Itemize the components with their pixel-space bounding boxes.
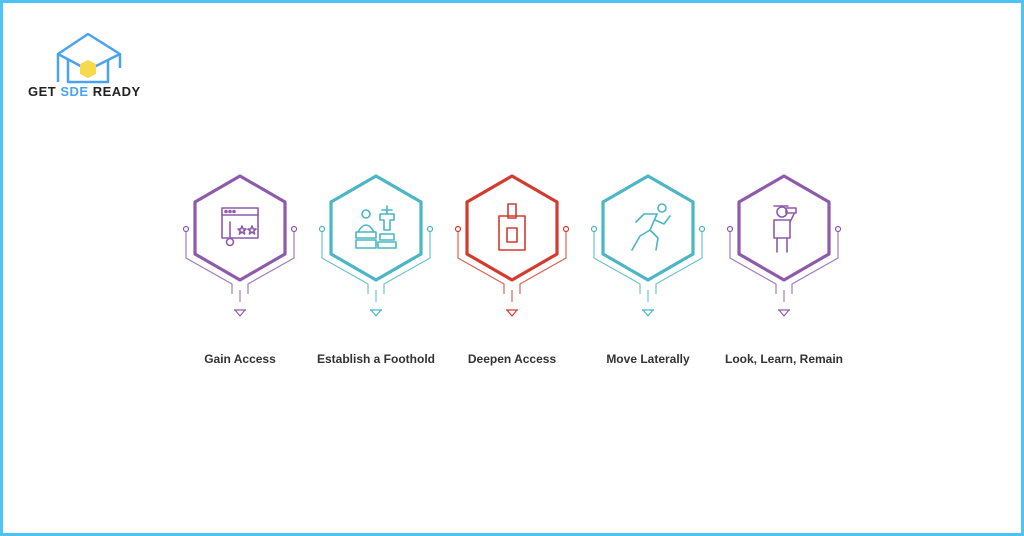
house-cap-icon	[56, 32, 122, 84]
down-arrow	[641, 309, 655, 317]
step-2	[318, 174, 434, 317]
step-4	[590, 174, 706, 317]
right-node	[562, 225, 570, 233]
left-node	[318, 225, 326, 233]
hexagon-frame	[193, 174, 287, 282]
running-person-icon	[631, 203, 671, 251]
left-node	[726, 225, 734, 233]
connector-lines	[729, 232, 839, 302]
browser-rating-icon	[221, 207, 259, 247]
person-binoculars-icon	[773, 205, 797, 253]
connector-lines	[593, 232, 703, 302]
logo-graphic	[56, 32, 122, 84]
connector-lines	[321, 232, 431, 302]
down-arrow	[777, 309, 791, 317]
connector-lines	[457, 232, 567, 302]
step-1	[182, 174, 298, 317]
step-label: Establish a Foothold	[316, 352, 435, 366]
statues-icon	[355, 205, 397, 249]
step-label: Gain Access	[204, 352, 276, 366]
left-node	[590, 225, 598, 233]
right-node	[698, 225, 706, 233]
step-label: Deepen Access	[467, 352, 557, 366]
down-arrow	[369, 309, 383, 317]
right-node	[834, 225, 842, 233]
left-node	[454, 225, 462, 233]
connector-lines	[185, 232, 295, 302]
hexagon-frame	[601, 174, 695, 282]
hexagon-icon	[80, 60, 96, 78]
step-label: Look, Learn, Remain	[724, 352, 844, 366]
down-arrow	[505, 309, 519, 317]
step-label: Move Laterally	[606, 352, 690, 366]
id-badge-icon	[498, 203, 526, 251]
right-node	[290, 225, 298, 233]
right-node	[426, 225, 434, 233]
brand-name: GET SDE READY	[28, 84, 141, 99]
hexagon-frame	[329, 174, 423, 282]
hexagon-frame	[737, 174, 831, 282]
step-5	[726, 174, 842, 317]
left-node	[182, 225, 190, 233]
down-arrow	[233, 309, 247, 317]
step-3	[454, 174, 570, 317]
